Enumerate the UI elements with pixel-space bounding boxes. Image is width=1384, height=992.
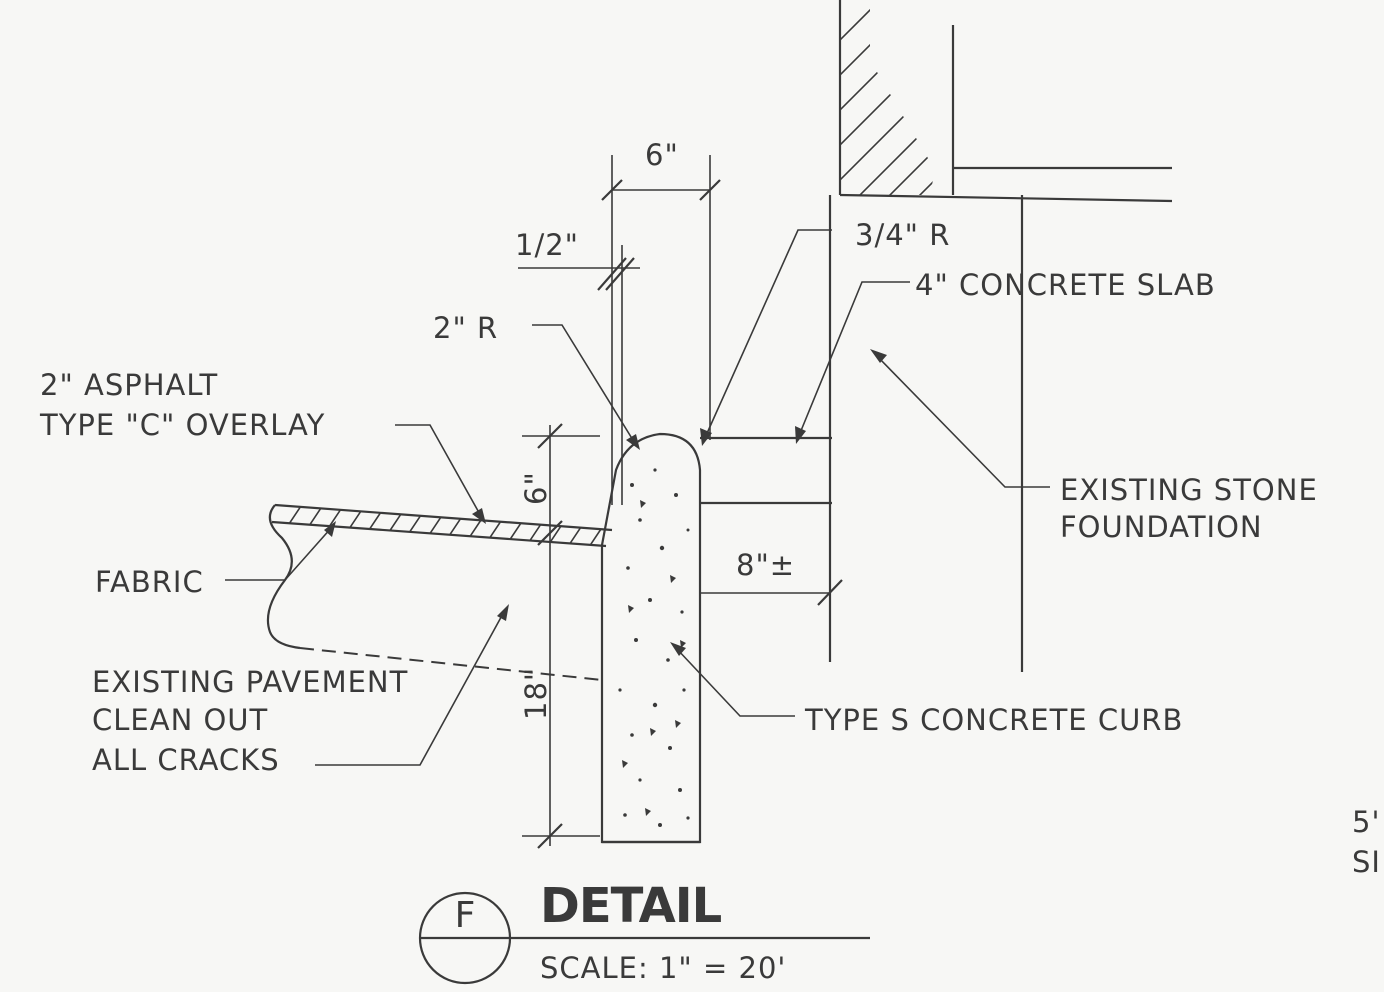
leader-fabric: FABRIC bbox=[95, 521, 336, 599]
pavement-label-line2: CLEAN OUT bbox=[92, 703, 268, 737]
width-6-label: 6" bbox=[645, 138, 679, 172]
detail-marker: F bbox=[455, 895, 476, 936]
half-inch-label: 1/2" bbox=[515, 228, 579, 262]
asphalt-label-line1: 2" ASPHALT bbox=[40, 368, 218, 402]
existing-wall bbox=[838, 0, 1173, 672]
dimension-6-width: 6" bbox=[601, 138, 721, 505]
curb-label: TYPE S CONCRETE CURB bbox=[804, 703, 1183, 737]
offset-8-label: 8"± bbox=[736, 548, 795, 582]
radius-3-4-label: 3/4" R bbox=[855, 218, 950, 252]
existing-pavement-line bbox=[299, 647, 603, 681]
leader-stone-foundation: EXISTING STONE FOUNDATION bbox=[870, 349, 1318, 544]
dimension-half-inch: 1/2" bbox=[515, 228, 640, 505]
asphalt-label-line2: TYPE "C" OVERLAY bbox=[39, 408, 325, 442]
dimension-8-offset: 8"± bbox=[700, 548, 843, 610]
leader-curb: TYPE S CONCRETE CURB bbox=[670, 642, 1183, 737]
pavement-label-line3: ALL CRACKS bbox=[92, 743, 280, 777]
height-18-label: 18" bbox=[519, 667, 553, 720]
curb-aggregate bbox=[618, 468, 690, 827]
leader-3-4-radius: 3/4" R bbox=[700, 218, 950, 446]
concrete-slab-label: 4" CONCRETE SLAB bbox=[915, 268, 1216, 302]
leader-2-radius: 2" R bbox=[433, 311, 640, 450]
pavement-label-line1: EXISTING PAVEMENT bbox=[92, 665, 408, 699]
concrete-curb bbox=[600, 432, 702, 844]
detail-title: DETAIL bbox=[540, 878, 722, 934]
concrete-slab bbox=[700, 195, 832, 662]
leader-asphalt: 2" ASPHALT TYPE "C" OVERLAY bbox=[39, 368, 486, 524]
leader-pavement: EXISTING PAVEMENT CLEAN OUT ALL CRACKS bbox=[92, 604, 509, 777]
dimension-18-height: 18" 6" bbox=[519, 423, 600, 849]
fabric-label: FABRIC bbox=[95, 565, 204, 599]
detail-scale: SCALE: 1" = 20' bbox=[540, 951, 786, 985]
edge-text-line1: 5' bbox=[1352, 805, 1380, 839]
title-block: F DETAIL SCALE: 1" = 20' bbox=[418, 878, 870, 985]
depth-6-label: 6" bbox=[519, 471, 553, 505]
leader-concrete-slab: 4" CONCRETE SLAB bbox=[795, 268, 1216, 444]
radius-2-label: 2" R bbox=[433, 311, 498, 345]
stone-label-line2: FOUNDATION bbox=[1060, 510, 1263, 544]
stone-label-line1: EXISTING STONE bbox=[1060, 473, 1318, 507]
edge-text-line2: SI bbox=[1352, 845, 1381, 879]
